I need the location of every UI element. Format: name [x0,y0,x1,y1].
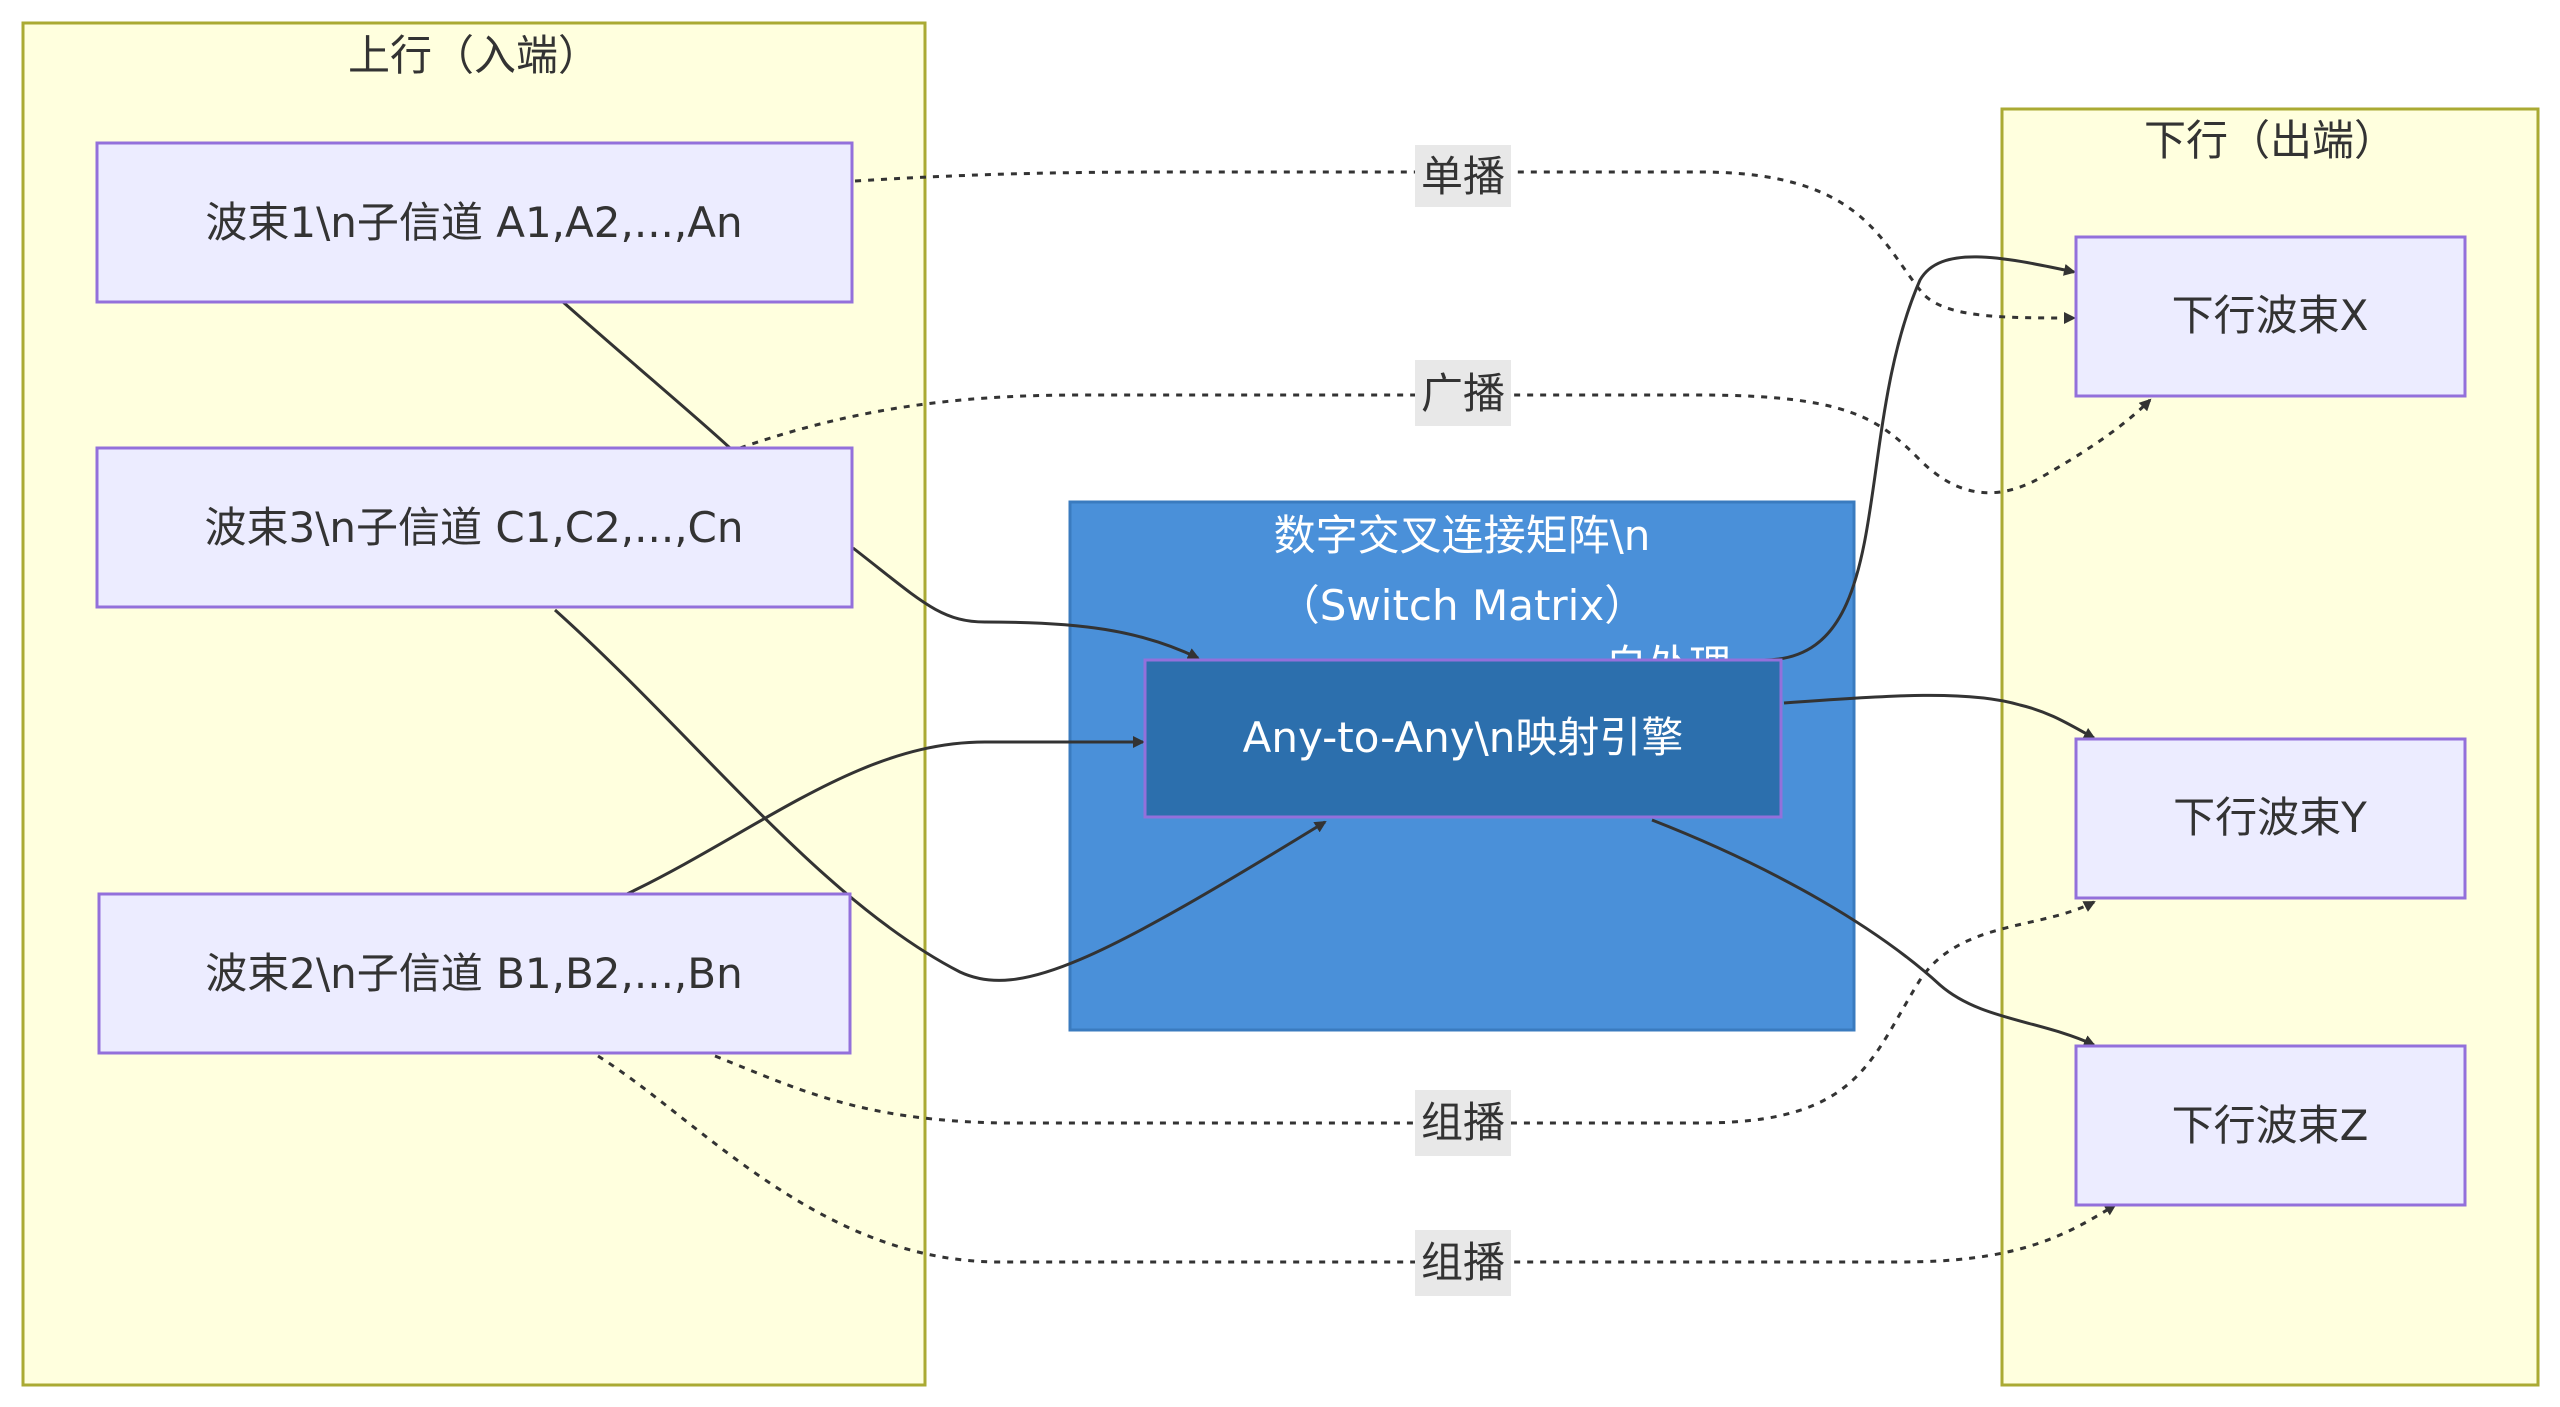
node-beam1[interactable]: 波束1\n子信道 A1,A2,...,An [95,141,854,304]
solid-edges [553,255,2096,1047]
edge-broadcast [739,393,2152,495]
node-beam3-label: 波束3\n子信道 C1,C2,...,Cn [205,503,744,552]
node-mapping-engine[interactable]: Any-to-Any\n映射引擎 [1143,658,1783,819]
node-beamX-label: 下行波束X [2172,291,2369,340]
edge-engine-to-beamX [1763,255,2076,662]
edge-beam3-to-engine [852,546,1200,660]
uplink-cluster-title: 上行（入端） [348,31,600,80]
node-beam1-label: 波束1\n子信道 A1,A2,...,An [205,198,742,247]
switch-matrix-title-line2: （Switch Matrix） [1278,581,1646,630]
node-beamZ[interactable]: 下行波束Z [2074,1044,2467,1207]
label-multicast-2: 组播 [1421,1238,1505,1287]
node-beamZ-label: 下行波束Z [2172,1101,2369,1150]
edge-labels: 单播 广播 组播 组播 [1415,145,1511,1296]
node-mapping-engine-label: Any-to-Any\n映射引擎 [1243,713,1684,762]
label-broadcast: 广播 [1421,369,1505,418]
edge-beam1-to-beam2 [562,300,732,450]
node-beamY-label: 下行波束Y [2173,793,2367,842]
edge-beam2-to-engine [626,736,1145,896]
dashed-edges [597,170,2152,1264]
downlink-cluster-title: 下行（出端） [2144,116,2396,165]
edge-multicast-2 [597,1054,2117,1264]
edge-unicast [854,170,2076,324]
node-beam2[interactable]: 波束2\n子信道 B1,B2,...,Bn [97,892,852,1055]
label-multicast-1: 组播 [1421,1098,1505,1147]
node-beamY[interactable]: 下行波束Y [2074,737,2467,900]
edge-beam3-to-engine-lower [553,608,1327,982]
node-beam2-label: 波束2\n子信道 B1,B2,...,Bn [205,949,742,998]
node-beam3[interactable]: 波束3\n子信道 C1,C2,...,Cn [95,446,854,609]
switch-matrix-title-line1: 数字交叉连接矩阵\n [1274,511,1651,560]
edge-engine-to-beamY [1783,693,2096,740]
node-beamX[interactable]: 下行波束X [2074,235,2467,398]
label-unicast: 单播 [1421,152,1505,201]
